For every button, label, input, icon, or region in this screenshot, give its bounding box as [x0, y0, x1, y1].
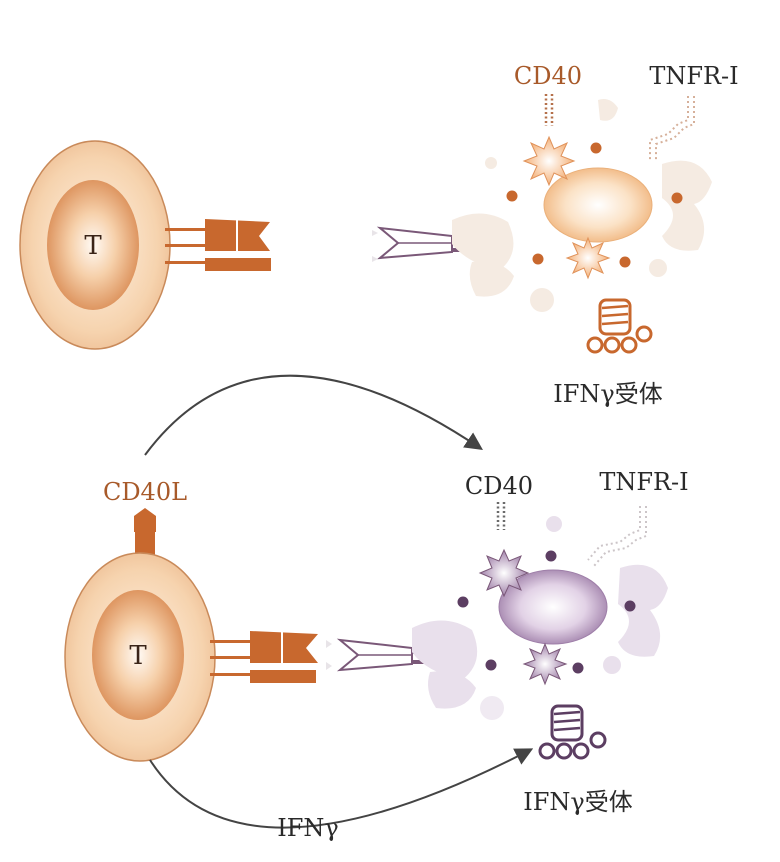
bottom-panel: CD40L T	[64, 468, 689, 842]
star-icon	[478, 548, 568, 686]
t-cell-icon	[19, 140, 171, 350]
ifng-receptor-label: IFNγ受体	[523, 788, 632, 816]
star-icon	[522, 135, 611, 280]
tnfr-receptor-icon	[649, 96, 695, 162]
cd40l-icon	[134, 508, 156, 558]
background-shapes	[412, 516, 668, 720]
t-cell-label: T	[129, 641, 147, 671]
cd40-receptor-icon	[544, 94, 554, 126]
receptor-coil-icon	[586, 298, 653, 354]
arrow-icon	[149, 748, 534, 829]
t-cell-icon	[64, 552, 216, 762]
cytokine-dots	[506, 142, 683, 268]
cd40-receptor-icon	[496, 502, 506, 530]
cd40-label: CD40	[514, 62, 582, 90]
tcr-icon	[210, 631, 318, 683]
cd40l-label: CD40L	[103, 478, 187, 506]
tnfr-label: TNFR-I	[649, 62, 738, 90]
receptor-coil-icon	[538, 704, 607, 760]
cd40-label: CD40	[465, 472, 533, 500]
apc-cell-icon	[498, 569, 608, 645]
cytokine-dots	[457, 550, 636, 674]
tcr-icon	[165, 219, 271, 271]
t-cell-label: T	[84, 231, 102, 261]
background-shapes	[452, 99, 712, 312]
apc-cell-icon	[543, 167, 653, 243]
ifng-receptor-label: IFNγ受体	[553, 380, 662, 408]
tnfr-label: TNFR-I	[599, 468, 688, 496]
ifng-label: IFNγ	[277, 814, 338, 842]
top-panel: T	[19, 62, 739, 408]
tnfr-receptor-icon	[587, 506, 647, 567]
arrow-icon	[144, 374, 483, 456]
